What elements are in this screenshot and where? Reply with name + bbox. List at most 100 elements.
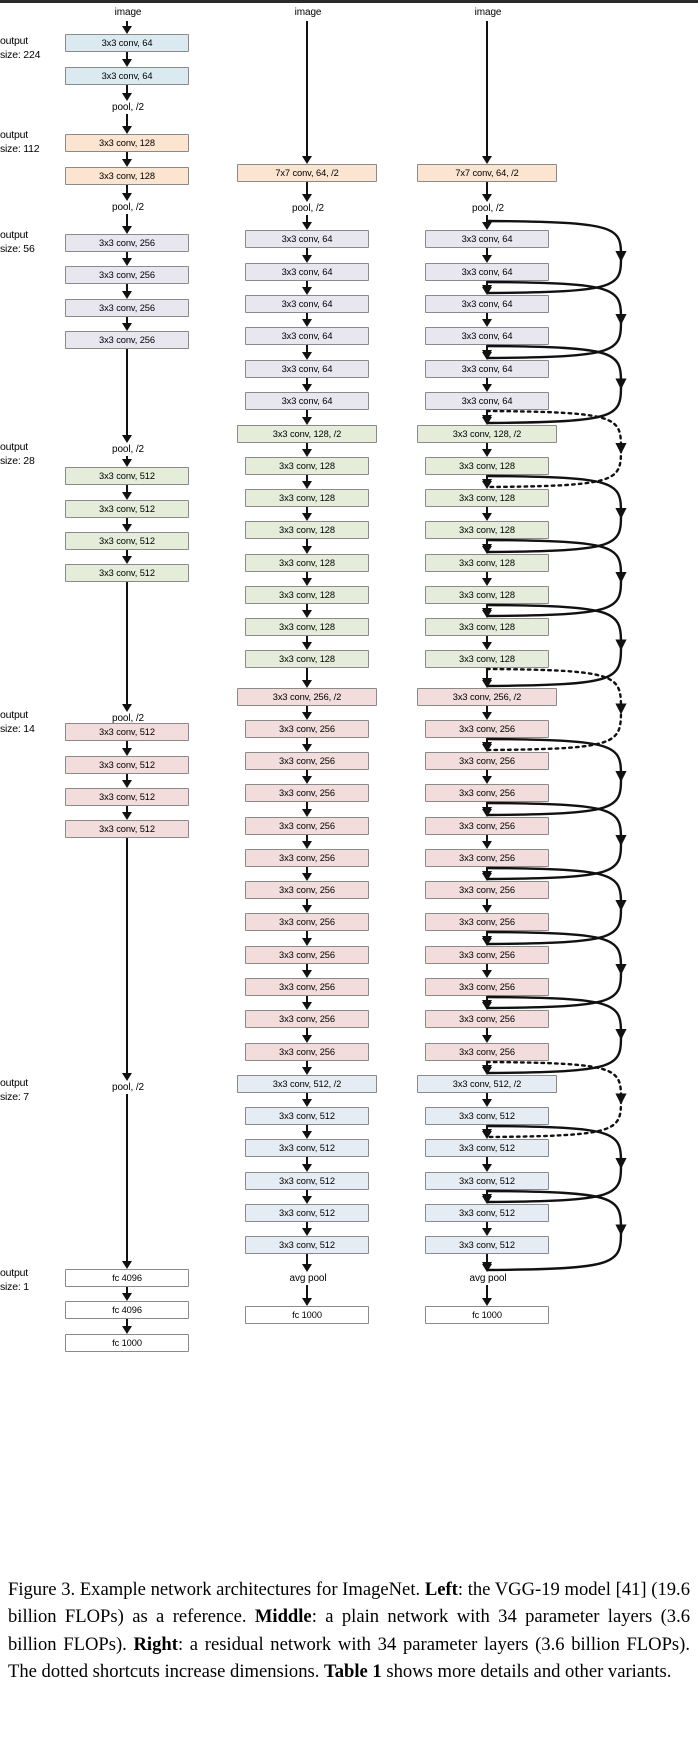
left_column-layer-9[interactable]: 3x3 conv, 256 xyxy=(65,331,189,349)
right_column-layer-21[interactable]: 3x3 conv, 256 xyxy=(425,849,549,867)
middle_column-layer-12[interactable]: 3x3 conv, 128 xyxy=(245,554,369,572)
middle_column-layer-25[interactable]: 3x3 conv, 256 xyxy=(245,978,369,996)
middle_column-layer-22[interactable]: 3x3 conv, 256 xyxy=(245,881,369,899)
right_column-layer-29[interactable]: 3x3 conv, 512 xyxy=(425,1107,549,1125)
right_column-layer-14[interactable]: 3x3 conv, 128 xyxy=(425,618,549,636)
right_column-layer-35[interactable]: fc 1000 xyxy=(425,1306,549,1324)
flow-arrowhead xyxy=(302,417,312,425)
flow-arrowhead xyxy=(482,449,492,457)
right_column-layer-31[interactable]: 3x3 conv, 512 xyxy=(425,1172,549,1190)
middle_column-layer-10[interactable]: 3x3 conv, 128 xyxy=(245,489,369,507)
left_column-layer-17[interactable]: 3x3 conv, 512 xyxy=(65,756,189,774)
left_column-layer-7[interactable]: 3x3 conv, 256 xyxy=(65,266,189,284)
page-top-rule xyxy=(0,0,698,3)
right_column-layer-8[interactable]: 3x3 conv, 128, /2 xyxy=(417,425,557,443)
left_column-layer-16[interactable]: 3x3 conv, 512 xyxy=(65,723,189,741)
right_column-layer-6[interactable]: 3x3 conv, 64 xyxy=(425,360,549,378)
right_column-layer-32[interactable]: 3x3 conv, 512 xyxy=(425,1204,549,1222)
middle_column-layer-7[interactable]: 3x3 conv, 64 xyxy=(245,392,369,410)
output-size-label-line1: output xyxy=(0,1267,28,1279)
middle_column-layer-2[interactable]: 3x3 conv, 64 xyxy=(245,230,369,248)
right_column-layer-23[interactable]: 3x3 conv, 256 xyxy=(425,913,549,931)
middle_column-layer-3[interactable]: 3x3 conv, 64 xyxy=(245,263,369,281)
middle_column-layer-4[interactable]: 3x3 conv, 64 xyxy=(245,295,369,313)
flow-connector xyxy=(306,345,308,353)
middle_column-layer-30[interactable]: 3x3 conv, 512 xyxy=(245,1139,369,1157)
right_column-layer-25[interactable]: 3x3 conv, 256 xyxy=(425,978,549,996)
right_column-layer-26[interactable]: 3x3 conv, 256 xyxy=(425,1010,549,1028)
middle_column-layer-26[interactable]: 3x3 conv, 256 xyxy=(245,1010,369,1028)
right_column-layer-12[interactable]: 3x3 conv, 128 xyxy=(425,554,549,572)
middle_column-layer-23[interactable]: 3x3 conv, 256 xyxy=(245,913,369,931)
left_column-layer-19[interactable]: 3x3 conv, 512 xyxy=(65,820,189,838)
right_column-layer-24[interactable]: 3x3 conv, 256 xyxy=(425,946,549,964)
left_column-layer-1[interactable]: 3x3 conv, 64 xyxy=(65,67,189,85)
right_column-layer-9[interactable]: 3x3 conv, 128 xyxy=(425,457,549,475)
output-size-label-line2: size: 14 xyxy=(0,723,35,735)
middle_column-layer-35[interactable]: fc 1000 xyxy=(245,1306,369,1324)
right_column-layer-20[interactable]: 3x3 conv, 256 xyxy=(425,817,549,835)
left_column-layer-6[interactable]: 3x3 conv, 256 xyxy=(65,234,189,252)
middle_column-layer-11[interactable]: 3x3 conv, 128 xyxy=(245,521,369,539)
left_column-layer-14[interactable]: 3x3 conv, 512 xyxy=(65,564,189,582)
right_column-layer-16[interactable]: 3x3 conv, 256, /2 xyxy=(417,688,557,706)
right_column-layer-2[interactable]: 3x3 conv, 64 xyxy=(425,230,549,248)
right_column-layer-3[interactable]: 3x3 conv, 64 xyxy=(425,263,549,281)
flow-arrowhead xyxy=(302,712,312,720)
flow-connector xyxy=(306,802,308,810)
middle_column-layer-6[interactable]: 3x3 conv, 64 xyxy=(245,360,369,378)
flow-connector xyxy=(306,281,308,288)
middle_column-layer-16[interactable]: 3x3 conv, 256, /2 xyxy=(237,688,377,706)
left_column-layer-18[interactable]: 3x3 conv, 512 xyxy=(65,788,189,806)
middle_column-layer-8[interactable]: 3x3 conv, 128, /2 xyxy=(237,425,377,443)
left_column-layer-3[interactable]: 3x3 conv, 128 xyxy=(65,134,189,152)
right_column-layer-10[interactable]: 3x3 conv, 128 xyxy=(425,489,549,507)
middle_column-layer-13[interactable]: 3x3 conv, 128 xyxy=(245,586,369,604)
middle_column-layer-21[interactable]: 3x3 conv, 256 xyxy=(245,849,369,867)
right_column-layer-5[interactable]: 3x3 conv, 64 xyxy=(425,327,549,345)
middle_column-layer-5[interactable]: 3x3 conv, 64 xyxy=(245,327,369,345)
middle_column-layer-32[interactable]: 3x3 conv, 512 xyxy=(245,1204,369,1222)
middle_column-layer-24[interactable]: 3x3 conv, 256 xyxy=(245,946,369,964)
left_column-layer-13[interactable]: 3x3 conv, 512 xyxy=(65,532,189,550)
middle_column-layer-15[interactable]: 3x3 conv, 128 xyxy=(245,650,369,668)
left_column-layer-0[interactable]: 3x3 conv, 64 xyxy=(65,34,189,52)
right_column-layer-17[interactable]: 3x3 conv, 256 xyxy=(425,720,549,738)
left_column-layer-12[interactable]: 3x3 conv, 512 xyxy=(65,500,189,518)
middle_column-layer-20[interactable]: 3x3 conv, 256 xyxy=(245,817,369,835)
middle_column-layer-14[interactable]: 3x3 conv, 128 xyxy=(245,618,369,636)
right_column-layer-11[interactable]: 3x3 conv, 128 xyxy=(425,521,549,539)
flow-connector xyxy=(486,636,488,643)
middle_column-layer-27[interactable]: 3x3 conv, 256 xyxy=(245,1043,369,1061)
left_column-layer-21[interactable]: fc 4096 xyxy=(65,1269,189,1287)
middle_column-layer-0[interactable]: 7x7 conv, 64, /2 xyxy=(237,164,377,182)
output-size-label-line2: size: 28 xyxy=(0,455,35,467)
right_column-layer-18[interactable]: 3x3 conv, 256 xyxy=(425,752,549,770)
right_column-layer-19[interactable]: 3x3 conv, 256 xyxy=(425,784,549,802)
middle_column-layer-9[interactable]: 3x3 conv, 128 xyxy=(245,457,369,475)
left_column-layer-11[interactable]: 3x3 conv, 512 xyxy=(65,467,189,485)
middle_column-layer-18[interactable]: 3x3 conv, 256 xyxy=(245,752,369,770)
middle_column-layer-28[interactable]: 3x3 conv, 512, /2 xyxy=(237,1075,377,1093)
flow-connector xyxy=(306,964,308,971)
middle_column-layer-33[interactable]: 3x3 conv, 512 xyxy=(245,1236,369,1254)
right_column-layer-22[interactable]: 3x3 conv, 256 xyxy=(425,881,549,899)
right_column-layer-7[interactable]: 3x3 conv, 64 xyxy=(425,392,549,410)
right_column-layer-15[interactable]: 3x3 conv, 128 xyxy=(425,650,549,668)
right_column-layer-33[interactable]: 3x3 conv, 512 xyxy=(425,1236,549,1254)
left_column-layer-4[interactable]: 3x3 conv, 128 xyxy=(65,167,189,185)
left_column-layer-8[interactable]: 3x3 conv, 256 xyxy=(65,299,189,317)
middle_column-layer-31[interactable]: 3x3 conv, 512 xyxy=(245,1172,369,1190)
right_column-layer-13[interactable]: 3x3 conv, 128 xyxy=(425,586,549,604)
middle_column-layer-17[interactable]: 3x3 conv, 256 xyxy=(245,720,369,738)
left_column-layer-22[interactable]: fc 4096 xyxy=(65,1301,189,1319)
middle_column-layer-29[interactable]: 3x3 conv, 512 xyxy=(245,1107,369,1125)
left_column-layer-23[interactable]: fc 1000 xyxy=(65,1334,189,1352)
right_column-layer-30[interactable]: 3x3 conv, 512 xyxy=(425,1139,549,1157)
middle_column-layer-19[interactable]: 3x3 conv, 256 xyxy=(245,784,369,802)
right_column-layer-0[interactable]: 7x7 conv, 64, /2 xyxy=(417,164,557,182)
right_column-layer-28[interactable]: 3x3 conv, 512, /2 xyxy=(417,1075,557,1093)
right_column-layer-4[interactable]: 3x3 conv, 64 xyxy=(425,295,549,313)
right_column-layer-27[interactable]: 3x3 conv, 256 xyxy=(425,1043,549,1061)
